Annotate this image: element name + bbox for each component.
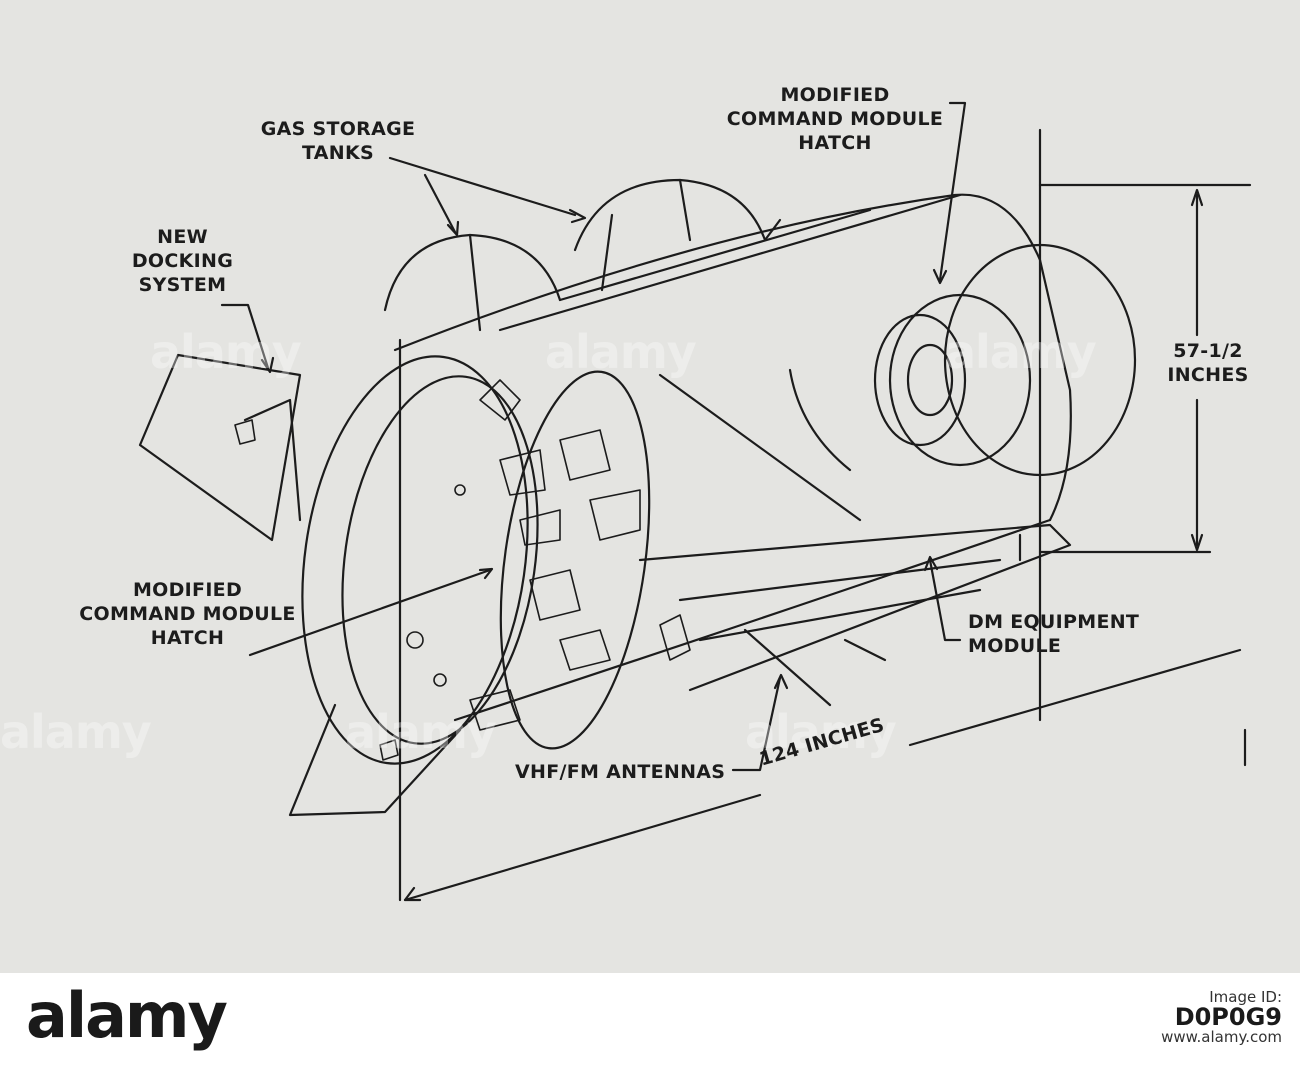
footer-bar: alamy Image ID: D0P0G9 www.alamy.com xyxy=(0,973,1300,1065)
image-id-label: Image ID: xyxy=(1209,988,1282,1006)
watermark: alamy xyxy=(945,325,1097,379)
height-dimension-line xyxy=(1038,128,1252,562)
watermark: alamy xyxy=(150,325,302,379)
vhf-antenna-cylinder xyxy=(843,638,887,662)
lower-fin xyxy=(288,703,462,817)
watermark: alamy xyxy=(745,705,897,759)
label-modified-hatch-top: MODIFIED COMMAND MODULE HATCH xyxy=(726,84,944,154)
front-hatch-ring xyxy=(301,355,651,765)
diagram-area: alamy alamy alamy alamy alamy alamy GAS … xyxy=(0,0,1300,973)
watermark: alamy xyxy=(545,325,697,379)
brand-logo: alamy xyxy=(26,979,228,1052)
module-body xyxy=(393,193,1072,722)
length-dimension-line xyxy=(398,338,1247,902)
image-id-block: Image ID: D0P0G9 www.alamy.com xyxy=(1161,987,1282,1047)
vhf-antenna-rod xyxy=(743,628,832,707)
leader-lines xyxy=(220,101,967,772)
label-height-dimension: 57-1/2 INCHES xyxy=(1167,340,1249,386)
label-gas-storage-tanks: GAS STORAGE TANKS xyxy=(260,118,416,164)
label-vhf-fm-antennas: VHF/FM ANTENNAS xyxy=(515,761,726,783)
hatch-details xyxy=(234,379,691,761)
image-id: D0P0G9 xyxy=(1174,1003,1282,1031)
label-modified-hatch-left: MODIFIED COMMAND MODULE HATCH xyxy=(79,579,296,649)
label-new-docking-system: NEW DOCKING SYSTEM xyxy=(131,226,234,296)
watermark: alamy xyxy=(345,705,497,759)
equipment-module-floor xyxy=(638,523,1072,692)
docking-module-drawing xyxy=(138,101,1252,902)
watermark: alamy xyxy=(0,705,152,759)
gas-storage-tank-top xyxy=(573,178,782,252)
label-dm-equipment-module: DM EQUIPMENT MODULE xyxy=(968,611,1140,657)
upper-antenna xyxy=(600,213,614,292)
docking-system-plate xyxy=(138,353,302,542)
site-url: www.alamy.com xyxy=(1161,1028,1282,1046)
gas-storage-tank-left xyxy=(383,233,562,332)
right-hatch xyxy=(788,313,967,472)
